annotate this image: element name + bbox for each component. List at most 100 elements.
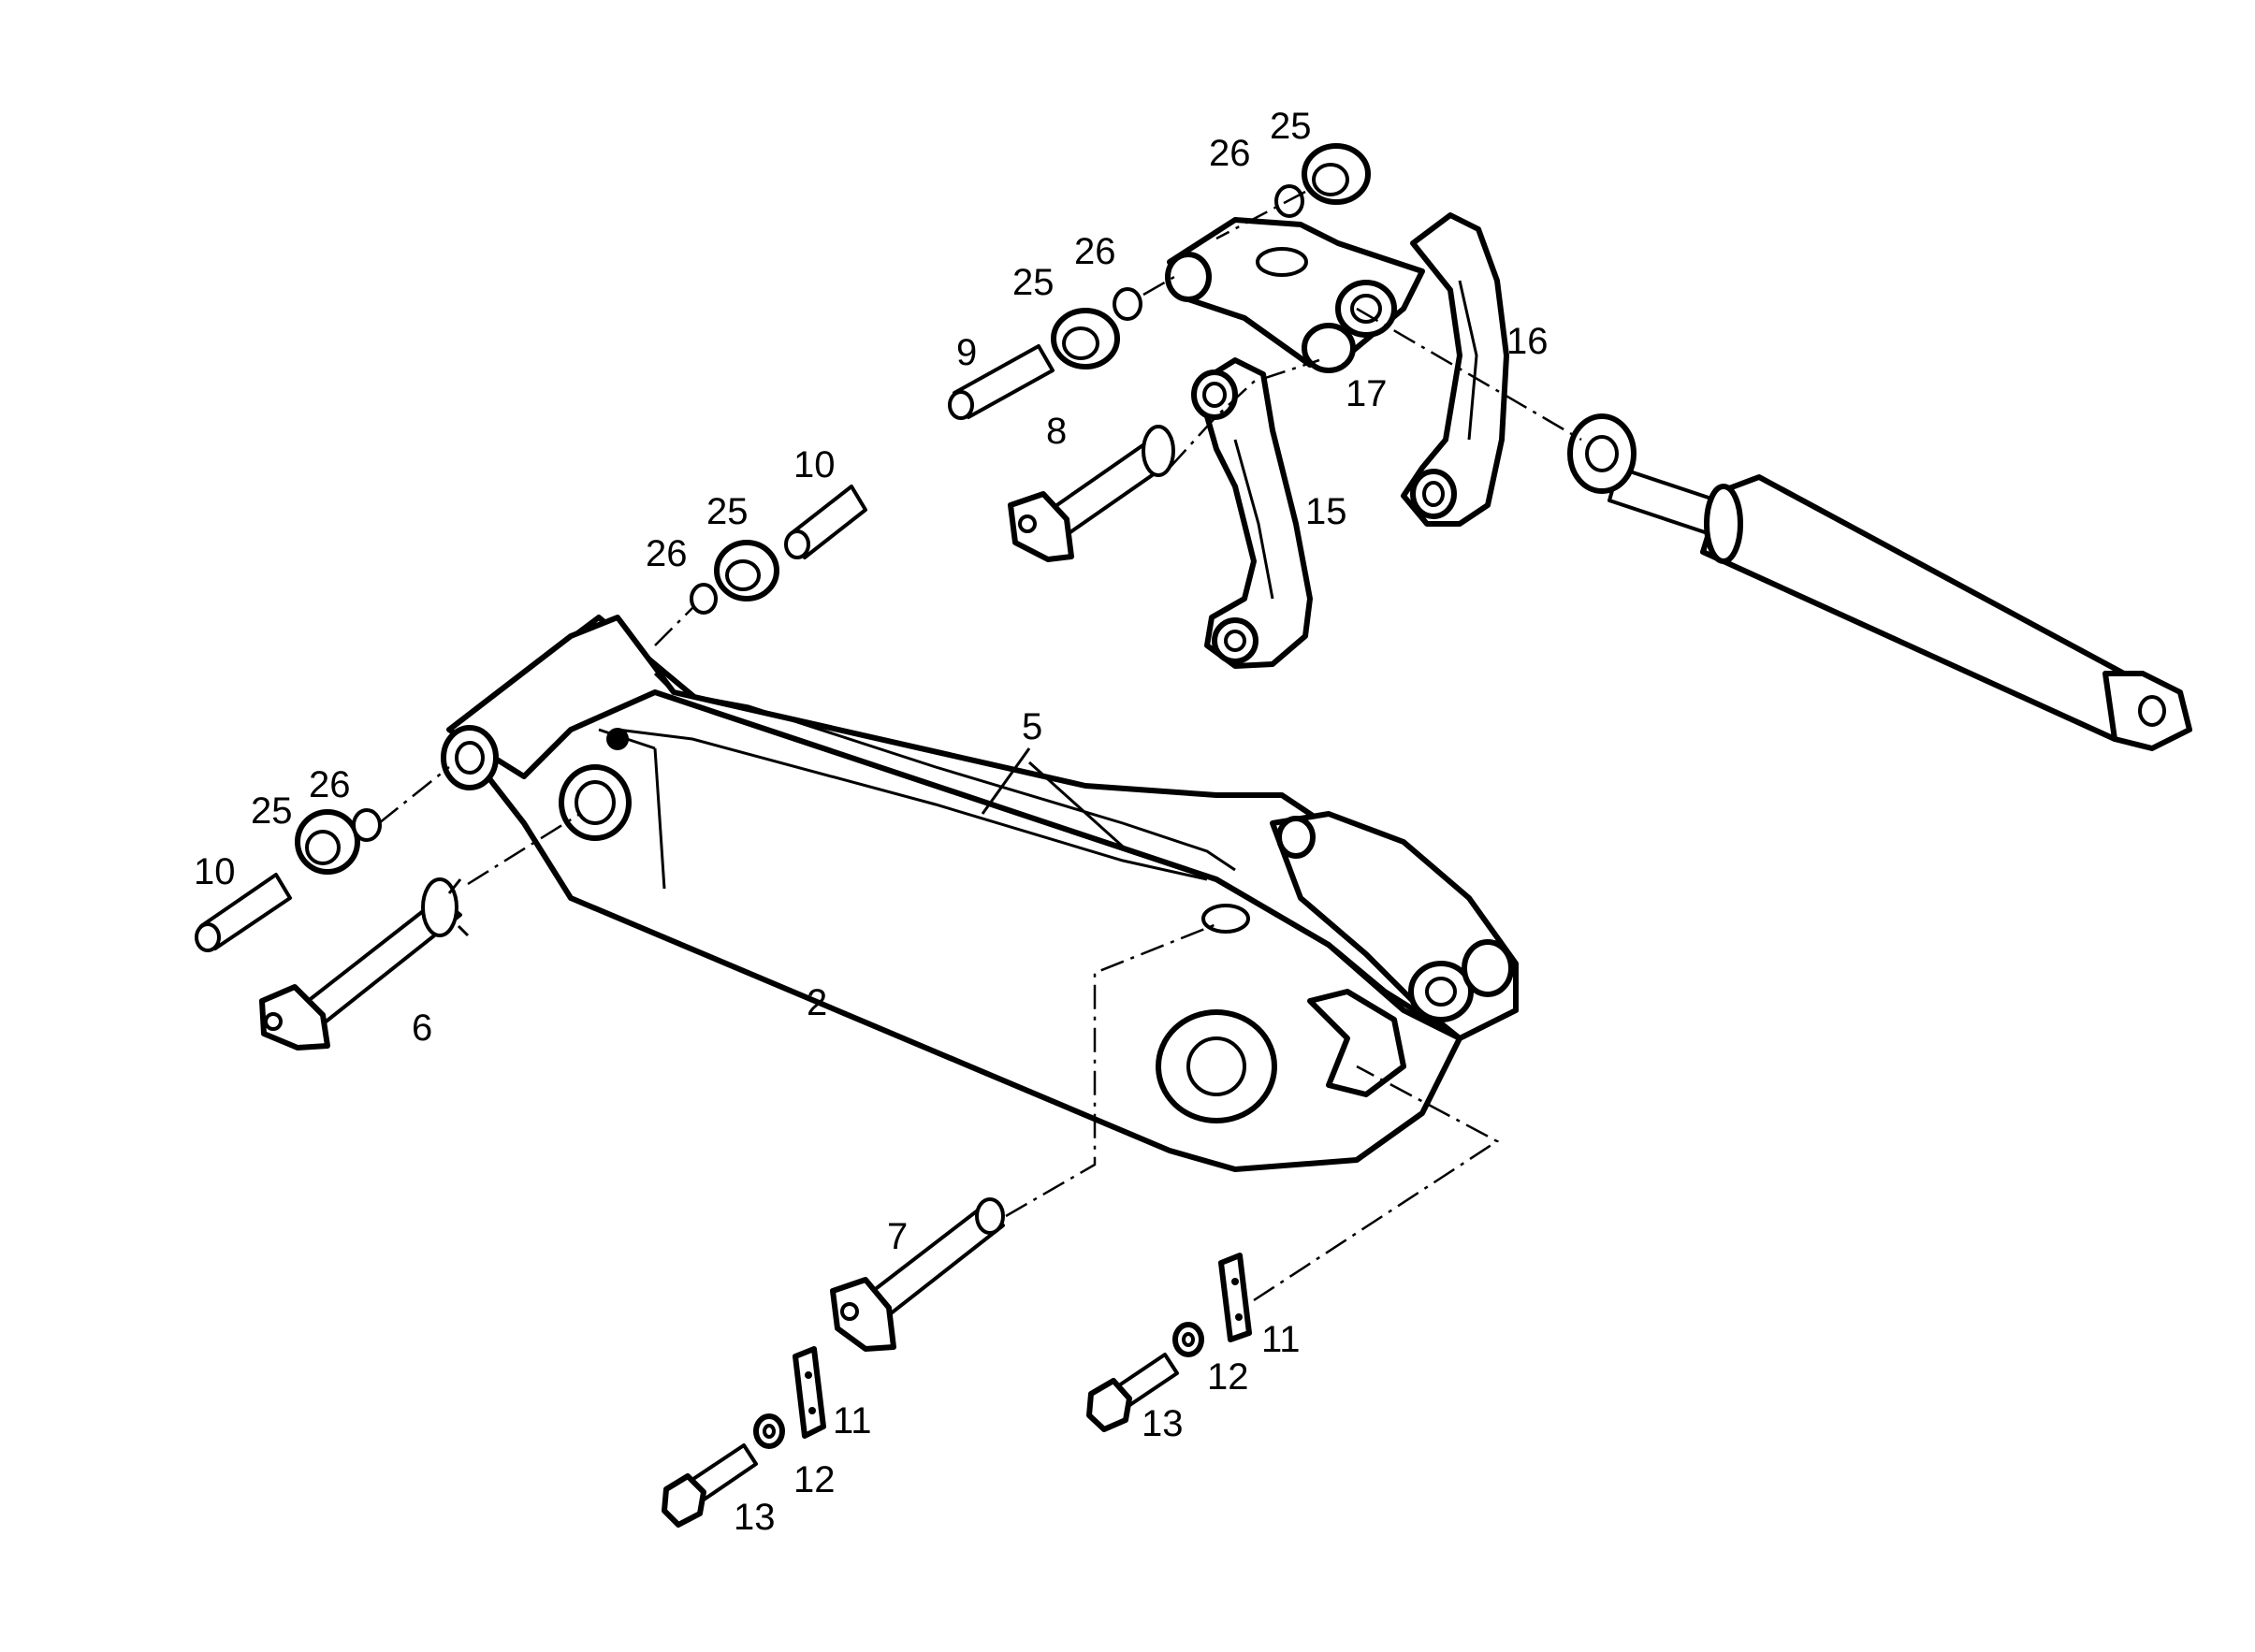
callout-17: 17 (1346, 373, 1388, 414)
pin-6-grease-nipple (447, 878, 470, 937)
cylinder-barrel (1700, 474, 2127, 742)
callout-12-left: 12 (793, 1459, 836, 1500)
plate-11-right-hole-2 (1235, 1313, 1243, 1321)
callout-26-upper-left: 26 (1074, 231, 1116, 272)
pin-8 (1008, 425, 1175, 562)
callout-25-left: 25 (251, 790, 293, 832)
arm-15 (1191, 357, 1313, 669)
pin-8-collar (1142, 425, 1175, 477)
callout-12-right: 12 (1207, 1356, 1249, 1398)
assembly-line-cylinder (1356, 307, 1582, 442)
callout-8: 8 (1046, 411, 1067, 452)
washer-12-right-bore (1182, 1332, 1195, 1347)
boom-arm-grease-point (606, 728, 629, 750)
bushing-25-top-left (714, 540, 779, 601)
assembly-line-plate-right (1253, 1065, 1500, 1302)
pin-8-head (1008, 491, 1074, 562)
ring-26-top-left (690, 583, 718, 615)
assembly-line-pin7 (1005, 922, 1217, 1218)
callout-25-upper-right: 25 (1270, 106, 1312, 147)
pin-6-head-hole (264, 1012, 283, 1031)
pin-8-head-hole (1018, 514, 1037, 533)
callout-15: 15 (1305, 491, 1347, 532)
ring-26-upper-left (1113, 287, 1142, 321)
callout-7: 7 (887, 1216, 908, 1257)
assembly-line-top-pin (654, 607, 693, 646)
callout-13-right: 13 (1142, 1403, 1184, 1444)
callout-9: 9 (956, 332, 977, 373)
arm-15-bottom-eye-bore (1224, 630, 1246, 652)
pin-6-collar (421, 877, 458, 937)
boom-arm-panel-edge (653, 747, 666, 890)
washer-12-right (1172, 1322, 1204, 1357)
pin-7 (830, 1197, 1005, 1352)
link-17-eye-left (1165, 252, 1212, 302)
assembly-line-rings (1142, 275, 1175, 297)
arm-15-top-eye-bore (1202, 382, 1227, 408)
plate-11-right-hole-1 (1231, 1278, 1239, 1285)
link-17-eye-bottom (1302, 323, 1356, 373)
plate-11-left-hole-1 (805, 1371, 812, 1379)
ring-26-upper-left-body (1113, 287, 1142, 321)
assembly-line-boss (467, 812, 581, 886)
boom-arm (441, 615, 1519, 1172)
pin-10-top (784, 485, 867, 559)
washer-12-left-bore (763, 1424, 776, 1439)
boom-arm-latch (1307, 989, 1406, 1097)
bushing-25-upper-right-bore (1312, 163, 1349, 196)
callouts: 2 5 6 7 8 9 10 10 11 11 12 12 13 13 15 1… (194, 106, 1549, 1538)
callout-2: 2 (807, 982, 827, 1023)
plate-11-left-body (793, 1346, 826, 1439)
boom-arm-rear-eye-2 (1462, 939, 1514, 997)
pin-9-end (948, 390, 974, 420)
ring-26-left-body (352, 808, 382, 842)
pin-7-head-hole (840, 1302, 859, 1321)
plate-11-left-hole-2 (808, 1407, 816, 1414)
arm-15-web (1233, 439, 1274, 600)
arm-16-web (1458, 280, 1478, 441)
callout-6: 6 (412, 1007, 432, 1049)
callout-26-upper-right: 26 (1209, 133, 1251, 174)
boom-arm-front-eye-bore (455, 741, 485, 775)
pin-7-head (830, 1277, 896, 1352)
callout-10-top: 10 (793, 444, 836, 485)
arm-16 (1401, 212, 1509, 527)
assembly-line-upper-right (1215, 190, 1306, 240)
bushing-25-top-left-bore (725, 559, 761, 591)
bolt-13-left-head (662, 1473, 706, 1528)
cylinder-rod-eye-bore (1585, 435, 1619, 472)
plate-11-left (793, 1346, 826, 1439)
callout-11-right: 11 (1261, 1319, 1301, 1360)
arm-16-body (1401, 212, 1509, 527)
link-17 (1165, 217, 1425, 373)
link-17-slot (1256, 247, 1308, 277)
cylinder-base-eye (2138, 695, 2166, 727)
cylinder-gland (1704, 484, 1743, 564)
ring-26-top-left-body (690, 583, 718, 615)
hydraulic-cylinder (1567, 413, 2192, 751)
pin-9 (948, 344, 1055, 420)
callout-5: 5 (1022, 706, 1042, 747)
bushing-25-left-bore (305, 830, 341, 865)
pin-6-head (259, 984, 330, 1051)
plate-11-right-body (1218, 1253, 1252, 1342)
bushing-25-upper-left-bore (1062, 326, 1099, 360)
boom-arm-rear-boss-bore (1186, 1036, 1246, 1096)
callout-26-top-left: 26 (646, 533, 688, 574)
plate-11-right (1218, 1253, 1252, 1342)
assembly-line-front-eye (378, 766, 450, 824)
boom-arm-lower-boss-bore (575, 780, 616, 825)
callout-25-top-left: 25 (706, 491, 749, 532)
assembly-line-link (1169, 358, 1320, 469)
pin-10-left (195, 873, 292, 952)
washer-12-left (753, 1413, 785, 1449)
ring-26-left (352, 808, 382, 842)
arm-16-bottom-eye-bore (1422, 481, 1445, 507)
bolt-13-left (662, 1443, 758, 1528)
callout-16: 16 (1506, 321, 1549, 362)
arm-15-body (1195, 357, 1313, 669)
pin-7-end (975, 1197, 1005, 1235)
boom-arm-groove-2 (617, 728, 1208, 881)
